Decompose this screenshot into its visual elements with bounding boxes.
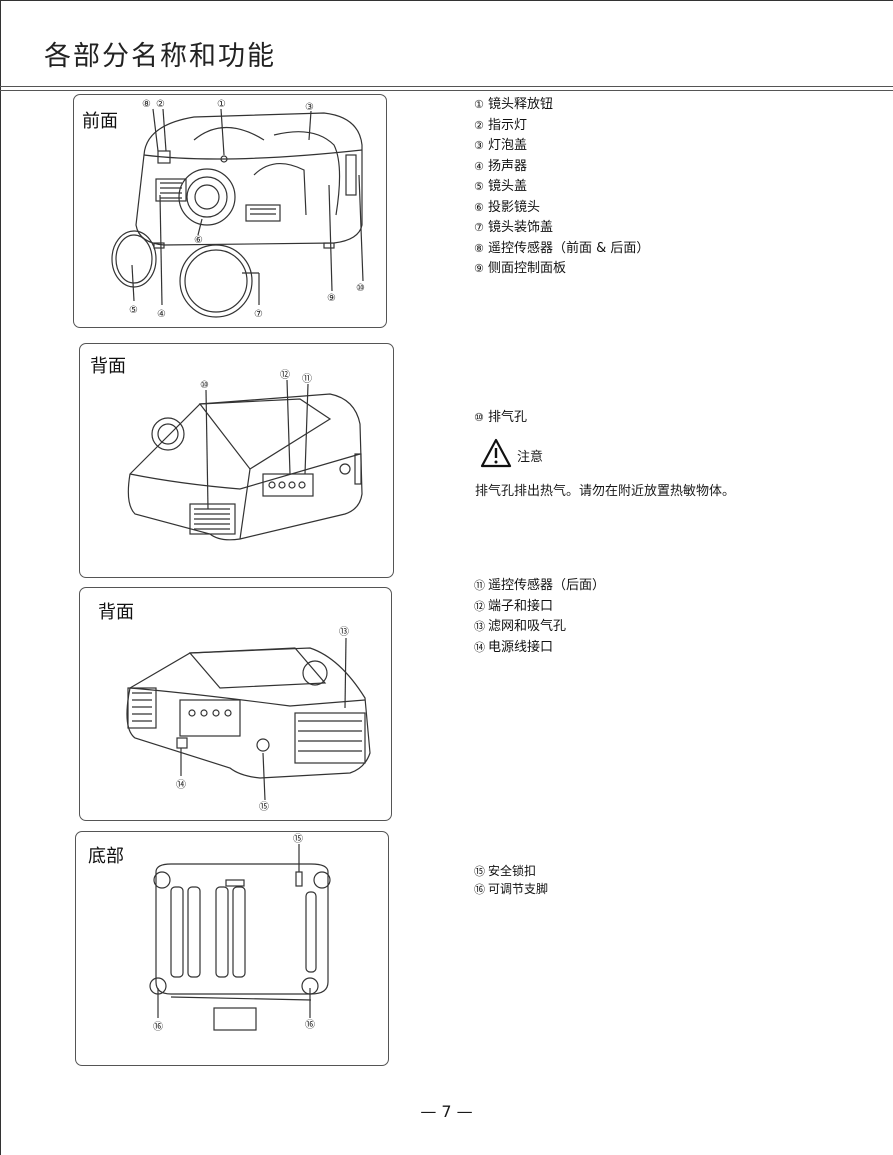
callout-15-bottom: ⑮: [293, 833, 303, 845]
callout-11: ⑪: [302, 373, 312, 385]
callout-6: ⑥: [194, 235, 203, 246]
page-frame-left: [0, 0, 1, 1155]
bottom-projector-illustration: ⑮ ⑯ ⑯: [149, 833, 331, 1033]
page-frame-top: [0, 0, 893, 1]
callout-7: ⑦: [254, 309, 263, 320]
callout-15: ⑮: [259, 801, 269, 813]
back-projector-illustration-2: ⑬ ⑭ ⑮: [126, 626, 371, 813]
front-panel-label: 前面: [82, 111, 118, 132]
back-panel-2: 背面 ⑬ ⑭ ⑮: [79, 587, 392, 821]
caution-text: 排气孔排出热气。请勿在附近放置热敏物体。: [475, 484, 736, 499]
back-panel-2-label: 背面: [98, 602, 134, 623]
callout-10: ⑩: [356, 283, 365, 294]
callout-10-back: ⑩: [200, 380, 209, 391]
callout-12: ⑫: [280, 369, 290, 381]
title-rule: [0, 86, 893, 87]
back-panel-1-label: 背面: [90, 356, 126, 377]
callout-14: ⑭: [176, 779, 186, 791]
warning-triangle-icon: [480, 438, 512, 468]
callout-9: ⑨: [327, 293, 336, 304]
back-panel-1: 背面 ⑩ ⑫ ⑪: [79, 343, 394, 578]
callout-3: ③: [305, 102, 314, 113]
callout-5: ⑤: [129, 305, 138, 316]
caution-label: 注意: [517, 450, 544, 465]
bottom-panel: 底部 ⑮ ⑯ ⑯: [75, 831, 389, 1066]
page-title: 各部分名称和功能: [44, 41, 276, 72]
callout-16-left: ⑯: [153, 1021, 163, 1033]
callout-4: ④: [157, 309, 166, 320]
callout-13: ⑬: [339, 626, 349, 638]
back-projector-illustration-1: ⑩ ⑫ ⑪: [127, 369, 363, 541]
callout-16-right: ⑯: [305, 1019, 315, 1031]
callout-8: ⑧: [142, 99, 151, 110]
bottom-panel-label: 底部: [88, 846, 124, 867]
callout-1: ①: [217, 99, 226, 110]
page-number: — 7 —: [420, 1102, 473, 1121]
title-rule-2: [0, 90, 893, 91]
front-projector-illustration: ⑧ ② ① ③ ⑥ ⑤ ④ ⑦ ⑨ ⑩: [111, 99, 365, 320]
callout-2: ②: [156, 99, 165, 110]
front-panel: 前面: [73, 94, 387, 328]
